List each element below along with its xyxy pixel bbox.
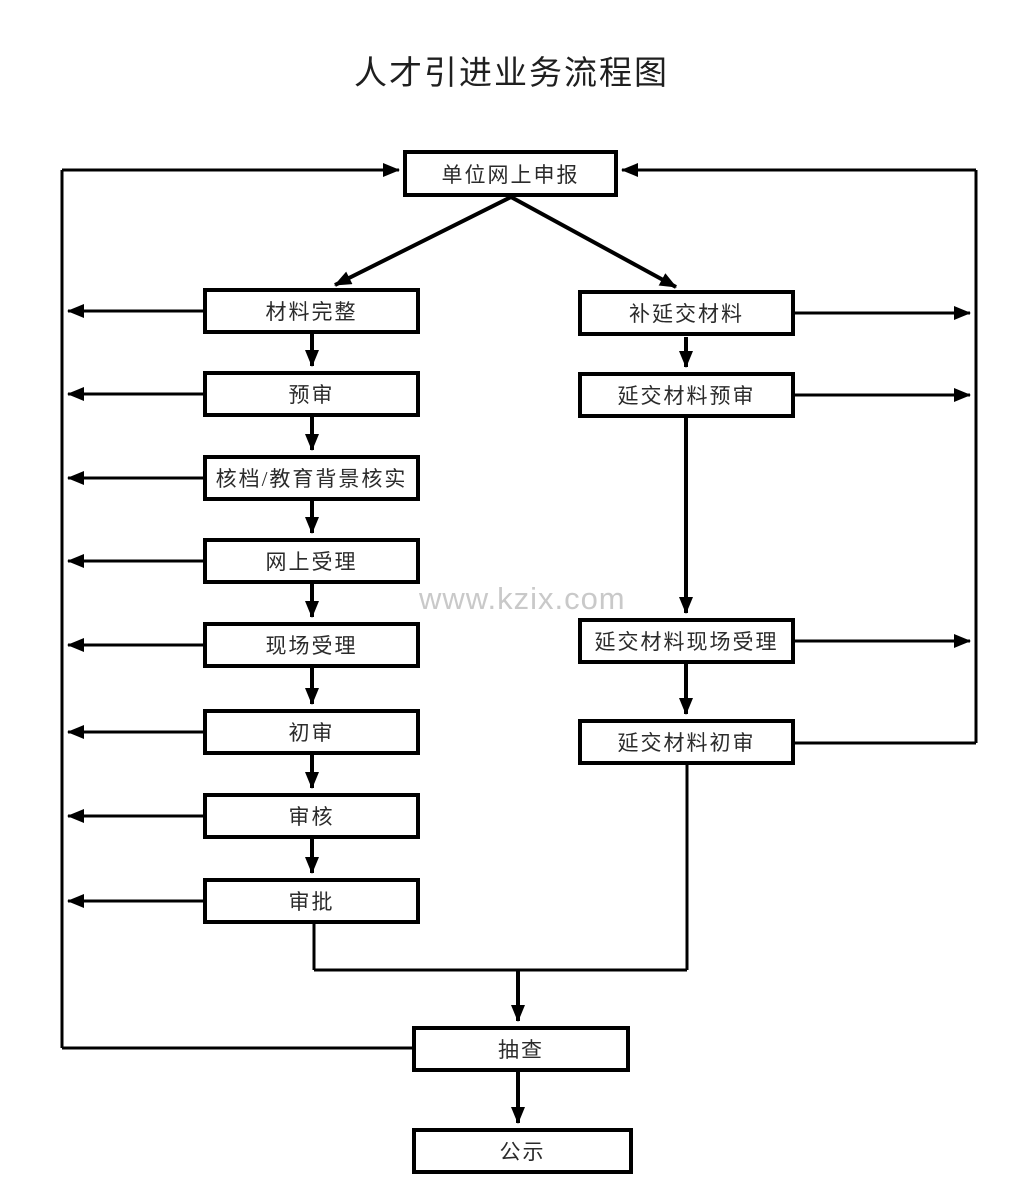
node-label: 审批 (288, 890, 335, 914)
node-online-acceptance: 网上受理 (203, 538, 420, 584)
edge-start-to-supplement (510, 195, 677, 289)
node-preliminary-review: 预审 (203, 371, 420, 417)
node-publicity: 公示 (412, 1128, 633, 1174)
node-label: 延交材料现场受理 (594, 630, 779, 654)
node-review: 审核 (203, 793, 420, 839)
node-label: 延交材料预审 (617, 384, 756, 408)
node-label: 审核 (288, 805, 335, 829)
node-label: 网上受理 (265, 550, 358, 574)
node-deferred-preliminary-review: 延交材料预审 (578, 372, 795, 418)
page-title: 人才引进业务流程图 (354, 56, 669, 92)
node-label: 初审 (288, 721, 335, 745)
node-deferred-onsite-acceptance: 延交材料现场受理 (578, 618, 795, 664)
node-online-declaration: 单位网上申报 (403, 150, 618, 197)
node-label: 单位网上申报 (441, 162, 580, 187)
node-label: 现场受理 (265, 634, 358, 658)
node-label: 延交材料初审 (617, 731, 756, 755)
node-supplement-deferred-materials: 补延交材料 (578, 290, 795, 336)
node-label: 预审 (288, 383, 335, 407)
node-label: 核档/教育背景核实 (215, 467, 408, 491)
node-label: 材料完整 (265, 300, 358, 324)
node-label: 公示 (499, 1140, 546, 1164)
node-label: 抽查 (498, 1038, 544, 1062)
edge-start-to-materials (334, 195, 512, 287)
node-archive-education-verify: 核档/教育背景核实 (203, 455, 420, 501)
watermark: www.kzix.com (419, 581, 626, 616)
node-onsite-acceptance: 现场受理 (203, 622, 420, 668)
node-label: 补延交材料 (629, 302, 744, 326)
node-materials-complete: 材料完整 (203, 288, 420, 334)
node-initial-review: 初审 (203, 709, 420, 755)
node-approval: 审批 (203, 878, 420, 924)
node-spot-check: 抽查 (412, 1026, 630, 1072)
node-deferred-initial-review: 延交材料初审 (578, 719, 795, 765)
